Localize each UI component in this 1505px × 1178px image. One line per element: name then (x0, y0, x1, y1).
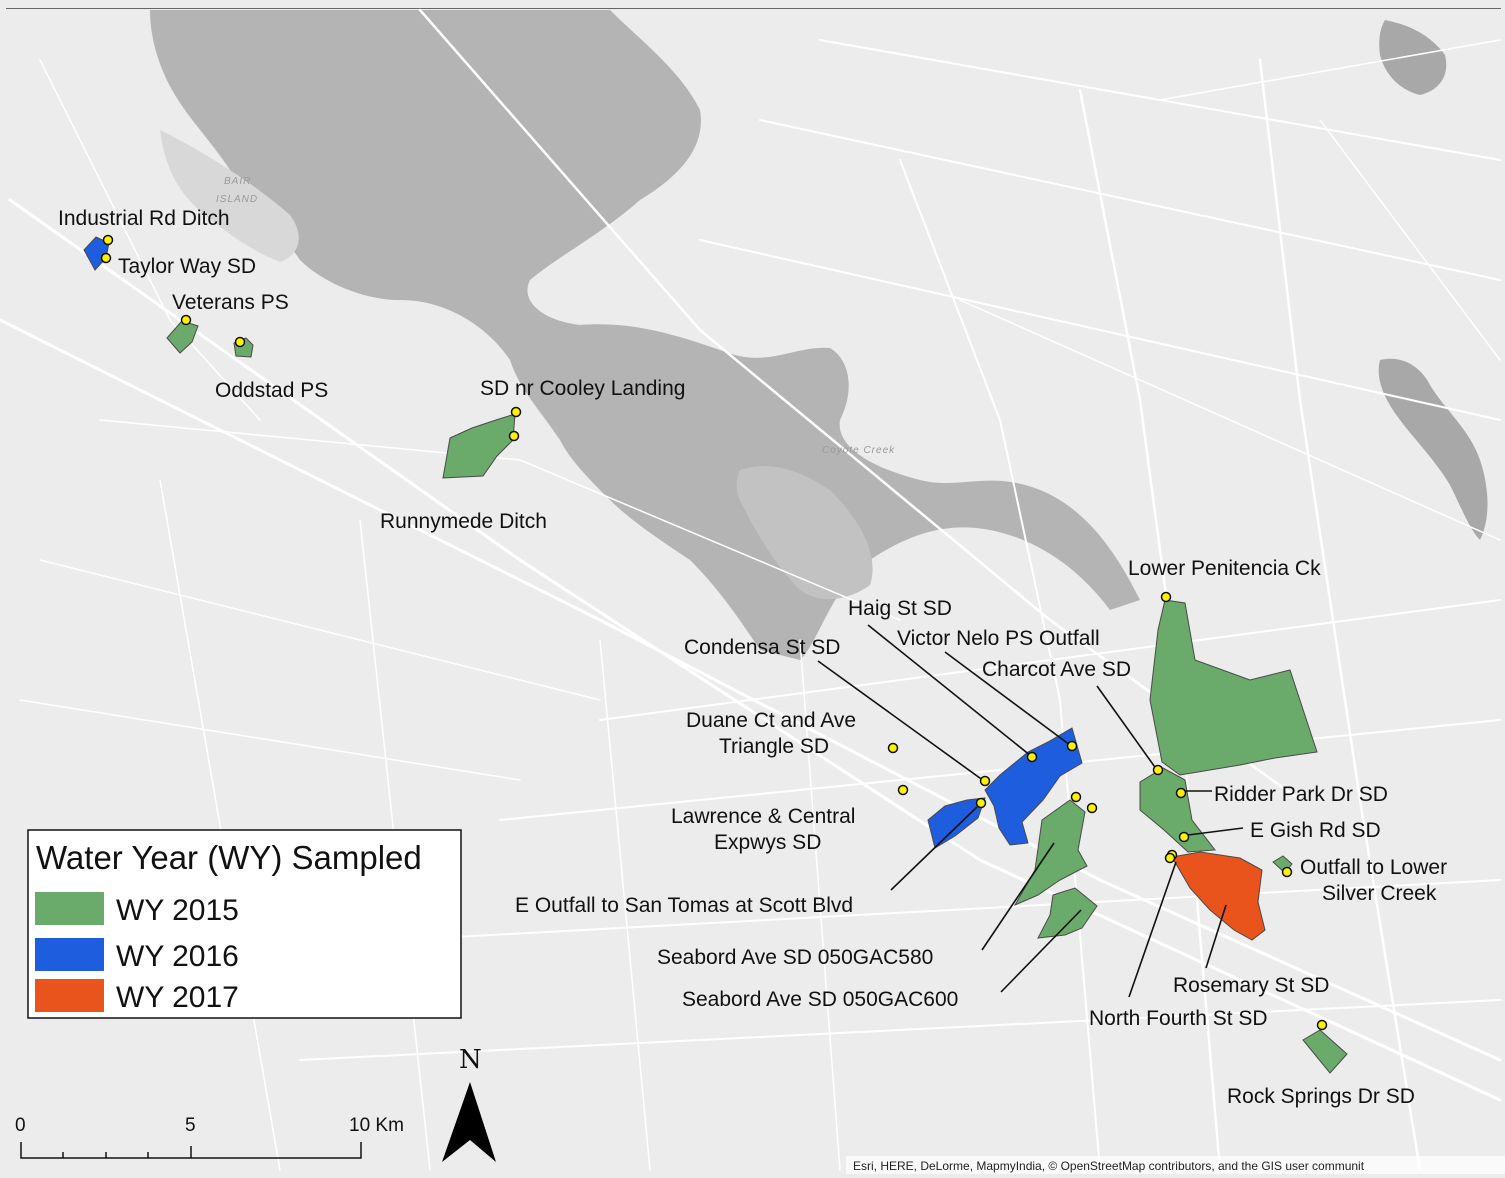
leader-haig-st (867, 624, 1032, 757)
site-marker-industrial-rd[interactable] (102, 234, 114, 246)
background-labels: BAIR ISLAND Coyote Creek (216, 176, 895, 456)
site-marker-veterans-ps[interactable] (180, 314, 192, 326)
legend-label-wy2017: WY 2017 (116, 981, 239, 1014)
label-veterans-ps: Veterans PS (172, 291, 289, 314)
leader-rosemary (1205, 904, 1227, 969)
catchments (83, 236, 1348, 1074)
scale-label-0: 0 (15, 1115, 26, 1136)
attribution-backdrop (846, 1156, 1505, 1174)
leader-seabord-580 (981, 842, 1055, 951)
scale-line (20, 1142, 362, 1159)
legend-swatch-wy2016 (35, 938, 104, 971)
label-outfall-lower-line-1: Outfall to Lower (1300, 856, 1447, 879)
site-marker-duane-ct[interactable] (887, 742, 899, 754)
site-marker-seabord-b[interactable] (1086, 802, 1098, 814)
label-sd-nr-cooley-landing: SD nr Cooley Landing (480, 377, 685, 400)
map-top-border (6, 8, 1501, 9)
label-seabord-050gac580: Seabord Ave SD 050GAC580 (657, 946, 933, 969)
site-marker-oddstad-ps[interactable] (234, 336, 246, 348)
site-marker-lower-penitencia[interactable] (1160, 591, 1172, 603)
site-marker-lawrence-central[interactable] (897, 784, 909, 796)
site-marker-haig-st[interactable] (1026, 751, 1038, 763)
water-bodies (150, 10, 1488, 660)
label-north-fourth-st-sd: North Fourth St SD (1089, 1007, 1268, 1030)
bair-island-channel (160, 130, 299, 262)
label-victor-nelo-ps-outfall: Victor Nelo PS Outfall (897, 627, 1100, 650)
sampling-sites (100, 234, 1328, 1031)
bair-island-label-1: BAIR (224, 176, 251, 187)
scale-label-10km: 10 Km (349, 1115, 404, 1136)
leader-e-gish (1187, 827, 1244, 836)
site-marker-cooley-landing[interactable] (510, 406, 522, 418)
leader-north-fourth (1128, 861, 1177, 998)
catchment-rosemary-st[interactable] (1171, 851, 1266, 941)
catchment-lower-penitencia-ck[interactable] (1149, 599, 1318, 776)
reservoir-east (1378, 358, 1488, 540)
legend-label-wy2015: WY 2015 (116, 894, 239, 927)
label-industrial-rd-ditch: Industrial Rd Ditch (58, 207, 230, 230)
legend-label-wy2016: WY 2016 (116, 940, 239, 973)
scale-label-5: 5 (185, 1115, 196, 1136)
label-lawrence-line-1: Lawrence & Central (671, 805, 855, 828)
leader-victor-nelo (944, 651, 1071, 746)
site-marker-taylor-way[interactable] (100, 252, 112, 264)
site-marker-seabord-a[interactable] (1070, 791, 1082, 803)
label-rock-springs-dr-sd: Rock Springs Dr SD (1227, 1085, 1415, 1108)
reservoir-ne (1379, 20, 1447, 95)
site-marker-runnymede[interactable] (508, 430, 520, 442)
coyote-creek-label: Coyote Creek (822, 445, 895, 456)
site-marker-victor-nelo[interactable] (1066, 740, 1078, 752)
label-charcot-ave-sd: Charcot Ave SD (982, 658, 1131, 681)
legend-swatch-wy2017 (35, 979, 104, 1012)
label-taylor-way-sd: Taylor Way SD (118, 255, 256, 278)
label-lower-penitencia-ck: Lower Penitencia Ck (1128, 557, 1321, 580)
catchment-veterans-ps[interactable] (166, 320, 199, 354)
label-outfall-lower-line-2: Silver Creek (1322, 882, 1437, 905)
north-arrow-icon: N (442, 1045, 496, 1162)
leader-charcot-ave (1096, 685, 1158, 771)
site-marker-condensa[interactable] (979, 775, 991, 787)
scale-bar: 0 5 10 Km (15, 1115, 404, 1159)
site-marker-rosemary[interactable] (1164, 852, 1176, 864)
label-condensa-st-sd: Condensa St SD (684, 636, 840, 659)
label-haig-st-sd: Haig St SD (848, 597, 952, 620)
catchment-haig-victor-nelo[interactable] (984, 727, 1083, 846)
site-marker-charcot[interactable] (1152, 764, 1164, 776)
bair-island-label-2: ISLAND (216, 194, 258, 205)
label-duane-ct-line-2: Triangle SD (719, 735, 829, 758)
site-marker-outfall-lower-silver[interactable] (1281, 866, 1293, 878)
north-label: N (459, 1045, 482, 1075)
leader-seabord-600 (1000, 909, 1082, 993)
site-marker-e-outfall[interactable] (975, 797, 987, 809)
label-e-outfall-san-tomas: E Outfall to San Tomas at Scott Blvd (515, 894, 853, 917)
label-seabord-050gac600: Seabord Ave SD 050GAC600 (682, 988, 958, 1011)
leader-lines (817, 624, 1244, 998)
catchment-rock-springs[interactable] (1302, 1029, 1348, 1074)
label-oddstad-ps: Oddstad PS (215, 379, 328, 402)
catchment-seabord-600[interactable] (1037, 887, 1098, 939)
label-runnymede-ditch: Runnymede Ditch (380, 510, 547, 533)
salt-ponds (736, 466, 873, 600)
catchment-charcot-ridder[interactable] (1139, 767, 1216, 853)
catchment-industrial-rd-ditch[interactable] (83, 236, 110, 271)
label-rosemary-st-sd: Rosemary St SD (1173, 974, 1329, 997)
site-labels: Industrial Rd Ditch Taylor Way SD Vetera… (58, 207, 1447, 1108)
leader-e-outfall-san-tomas (890, 806, 978, 891)
label-duane-ct-line-1: Duane Ct and Ave (686, 709, 856, 732)
legend-title: Water Year (WY) Sampled (36, 839, 422, 876)
road-network (0, 8, 1502, 1172)
site-marker-rock-springs[interactable] (1316, 1019, 1328, 1031)
site-marker-e-gish[interactable] (1178, 831, 1190, 843)
label-lawrence-line-2: Expwys SD (714, 831, 821, 854)
north-arrow-shape (442, 1082, 496, 1162)
site-marker-ridder-park[interactable] (1175, 787, 1187, 799)
leader-condensa-st (817, 660, 985, 782)
legend: Water Year (WY) Sampled WY 2015 WY 2016 … (27, 829, 462, 1019)
north-water (324, 10, 480, 210)
label-e-gish-rd-sd: E Gish Rd SD (1250, 819, 1381, 842)
label-ridder-park-dr-sd: Ridder Park Dr SD (1214, 783, 1388, 806)
attribution-text: Esri, HERE, DeLorme, MapmyIndia, © OpenS… (853, 1159, 1365, 1173)
legend-swatch-wy2015 (35, 892, 104, 925)
